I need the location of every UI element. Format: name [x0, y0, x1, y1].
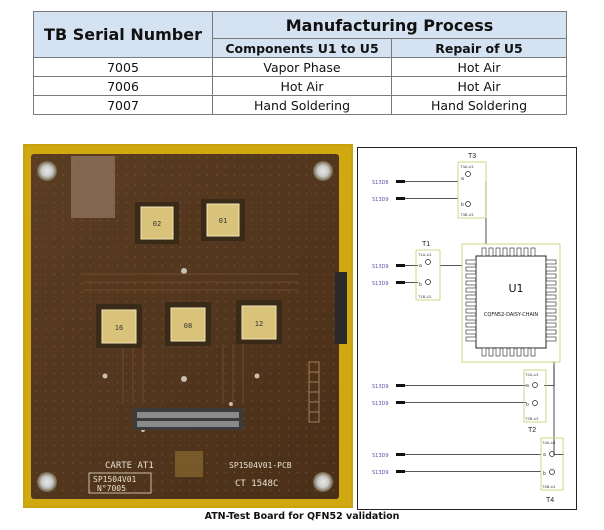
edge-connector	[335, 272, 347, 344]
components-header: Components U1 to U5	[212, 38, 392, 58]
pin-label: a	[419, 263, 422, 269]
net-label: S13D9	[372, 384, 389, 390]
chip-u1: 01	[201, 199, 245, 241]
ref-label: T4A-U1	[542, 440, 557, 445]
chip-name: U1	[508, 282, 523, 295]
serial-cell: 7006	[33, 76, 213, 96]
net-label: S13D9	[372, 264, 389, 270]
net-label: S13D9	[372, 281, 389, 287]
testpoint-t4: T4	[546, 497, 554, 504]
chip-number: 12	[255, 320, 263, 328]
board-label-part: SP1504V01	[93, 475, 137, 484]
chip-number: 08	[184, 322, 192, 330]
mounting-holes	[37, 161, 333, 492]
repair-cell: Hot Air	[391, 76, 567, 96]
chip-u5: 12	[236, 300, 282, 344]
serial-cell: 7005	[33, 57, 213, 77]
ref-label: T4B-U1	[542, 484, 557, 489]
pin-label: b	[543, 471, 546, 477]
daisy-chain-schematic: S13D8 S13D9 S13D9 S13D9 S13D9 S13D9 S13D…	[357, 147, 577, 510]
ref-label: T2A-U1	[525, 372, 540, 377]
net-label: S13D9	[372, 401, 389, 407]
figure-caption: ATN-Test Board for QFN52 validation	[204, 511, 400, 522]
manufacturing-table: TB Serial Number Manufacturing Process C…	[33, 11, 567, 115]
components-cell: Vapor Phase	[212, 57, 392, 77]
chip-number: 16	[115, 324, 123, 332]
repair-header: Repair of U5	[391, 38, 567, 58]
chip-description: CQFN52-DAISY-CHAIN	[484, 312, 538, 318]
repair-cell: Hot Air	[391, 57, 567, 77]
chip-u2: 02	[135, 202, 179, 244]
ref-label: T1A-U1	[418, 252, 433, 257]
table-row: 7006 Hot Air Hot Air	[33, 76, 567, 96]
ref-label: T3B-U1	[460, 212, 475, 217]
pin-label: b	[526, 402, 529, 408]
net-label: S13D9	[372, 197, 389, 203]
chip-number: 02	[153, 220, 161, 228]
manufacturing-process-header: Manufacturing Process	[212, 11, 567, 39]
board-label-carte: CARTE AT1	[105, 461, 154, 471]
components-cell: Hot Air	[212, 76, 392, 96]
testpoint-t1: T1	[422, 241, 430, 248]
ref-label: T2B-U1	[525, 416, 540, 421]
serial-number-header: TB Serial Number	[33, 11, 213, 58]
chip-number: 01	[219, 217, 227, 225]
testpoint-t2: T2	[528, 427, 536, 434]
net-label: S13D8	[372, 180, 389, 186]
pin-label: b	[461, 202, 464, 208]
table-row: 7007 Hand Soldering Hand Soldering	[33, 95, 567, 115]
test-board-photo: 02 01 16 08 12 CARTE AT1 SP1504V01 N°700…	[23, 144, 353, 508]
board-label-ct: CT 1548C	[235, 479, 278, 489]
board-label-serial: N°7005	[97, 484, 126, 493]
serial-cell: 7007	[33, 95, 213, 115]
pin-label: a	[543, 452, 546, 458]
ref-label: T3A-U1	[460, 164, 475, 169]
net-label: S13D9	[372, 470, 389, 476]
pin-label: a	[526, 383, 529, 389]
pin-label: b	[419, 282, 422, 288]
pin-label: a	[461, 176, 464, 182]
board-connector	[133, 408, 243, 430]
components-cell: Hand Soldering	[212, 95, 392, 115]
repair-cell: Hand Soldering	[391, 95, 567, 115]
testpoint-t3: T3	[468, 153, 476, 160]
chip-u4: 08	[165, 302, 211, 346]
table-row: 7005 Vapor Phase Hot Air	[33, 57, 567, 77]
u1-chip: U1 CQFN52-DAISY-CHAIN	[461, 243, 561, 363]
board-label-pcb: SP1504V01-PCB	[229, 461, 292, 470]
chip-u3: 16	[96, 304, 142, 348]
net-label: S13D9	[372, 453, 389, 459]
ref-label: T1B-U1	[418, 294, 433, 299]
